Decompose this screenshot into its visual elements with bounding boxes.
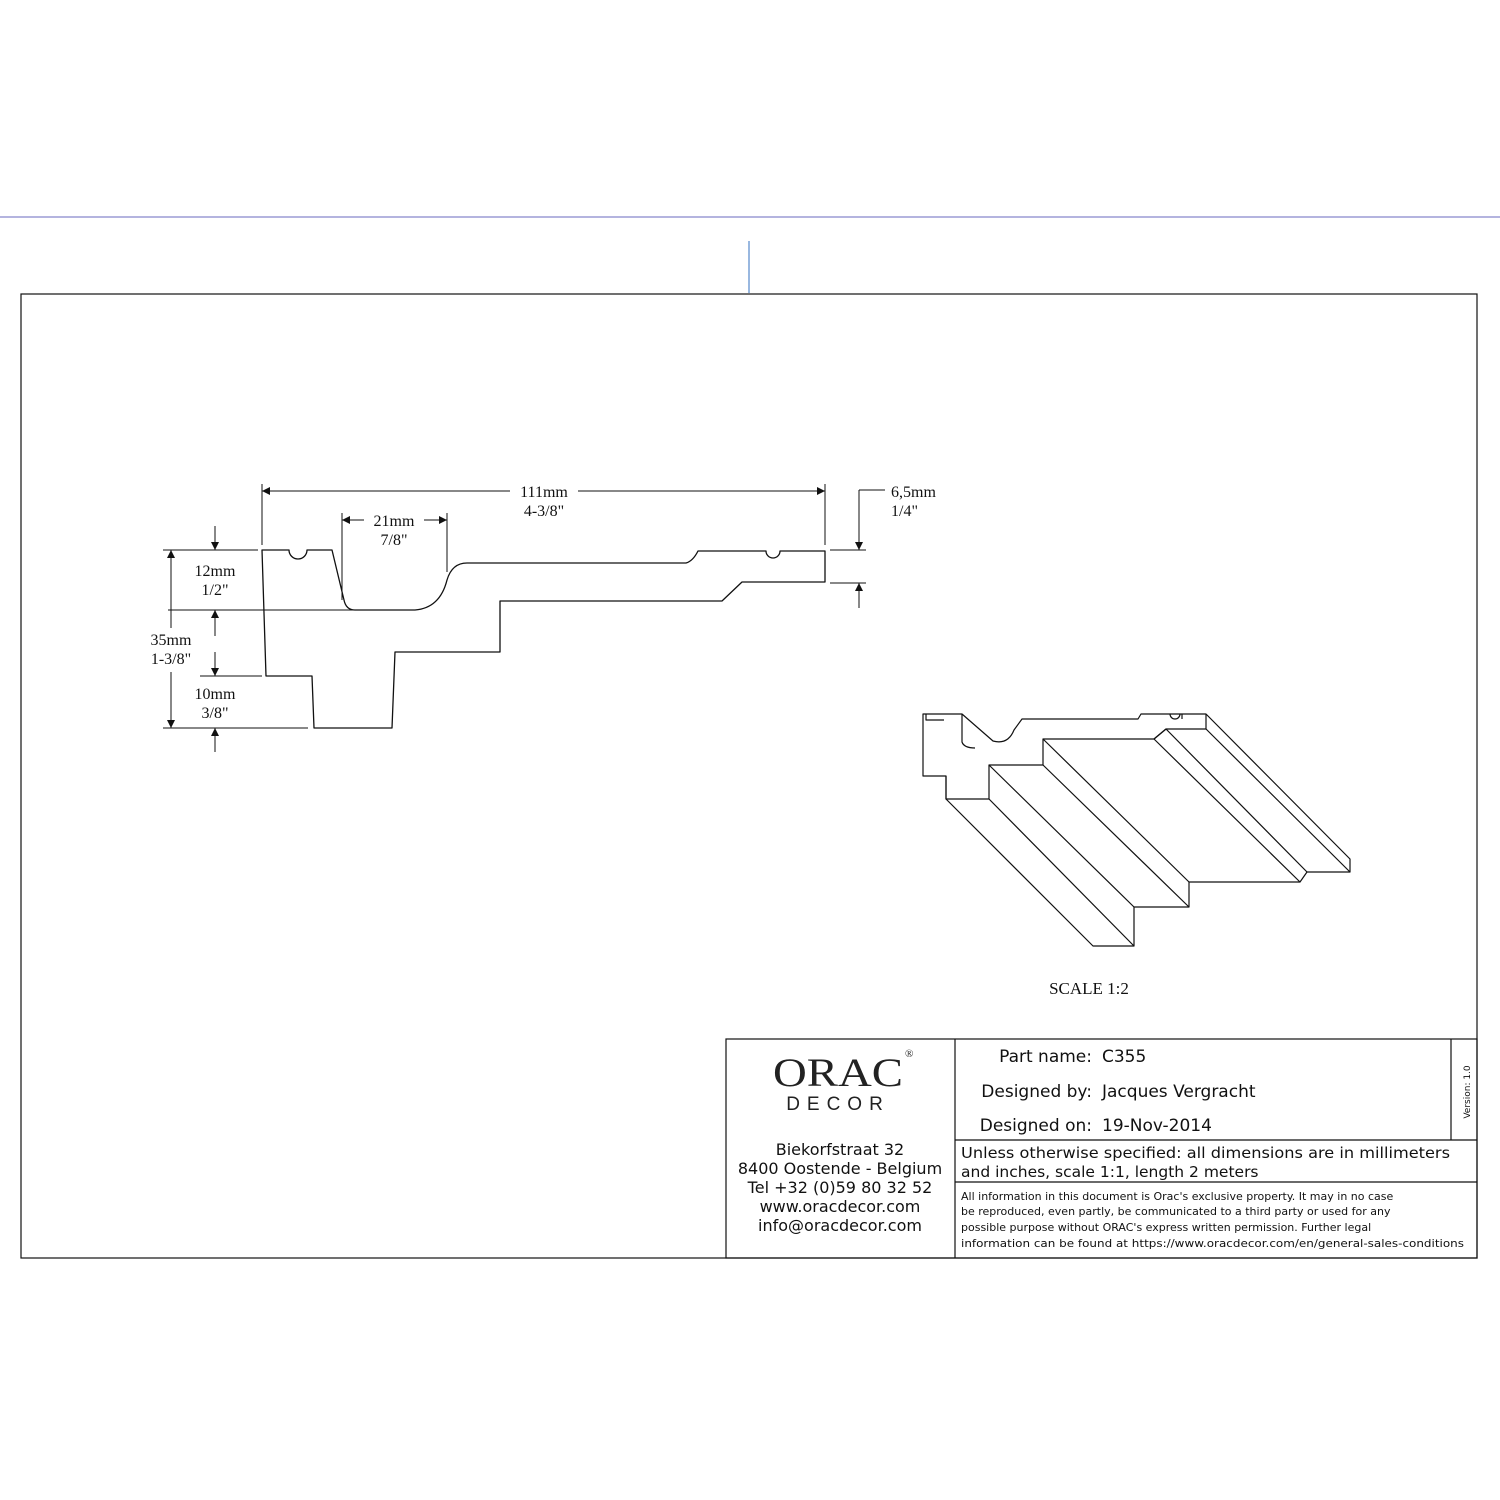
address-line: Biekorfstraat 32 (776, 1140, 904, 1159)
dim-bottom-in: 3/8" (202, 705, 229, 722)
units-note-line: Unless otherwise specified: all dimensio… (961, 1144, 1450, 1162)
logo-word: ORAC (773, 1050, 903, 1095)
extension-lines (163, 484, 866, 729)
address-line: 8400 Oostende - Belgium (738, 1159, 942, 1178)
legal-line: information can be found at https://www.… (961, 1237, 1464, 1250)
legal-note: All information in this document is Orac… (961, 1190, 1464, 1250)
units-note: Unless otherwise specified: all dimensio… (961, 1144, 1450, 1181)
title-block-frame (725, 1038, 1478, 1259)
part-name-label: Part name: (999, 1047, 1092, 1067)
address-block: Biekorfstraat 32 8400 Oostende - Belgium… (738, 1140, 942, 1235)
isometric-view (922, 713, 1351, 947)
version-label: Version: 1.0 (1463, 1065, 1473, 1119)
designed-by-value: Jacques Vergracht (1101, 1082, 1256, 1102)
dim-lip-mm: 6,5mm (891, 484, 936, 501)
dim-channel-mm: 21mm (374, 513, 415, 530)
dim-width-mm: 111mm (520, 484, 568, 501)
designed-by-label: Designed by: (981, 1082, 1092, 1102)
dim-lip-in: 1/4" (891, 503, 918, 520)
dim-channel-in: 7/8" (381, 532, 408, 549)
designed-on-value: 19-Nov-2014 (1102, 1116, 1212, 1136)
address-line: www.oracdecor.com (760, 1197, 921, 1216)
logo-registered-mark: ® (905, 1048, 913, 1060)
units-note-line: and inches, scale 1:1, length 2 meters (961, 1163, 1259, 1181)
orac-decor-logo: ORAC ® DECOR (773, 1048, 913, 1115)
dim-height-in: 1-3/8" (151, 651, 191, 668)
sheet-border (20, 293, 1478, 1259)
dim-height-mm: 35mm (151, 632, 192, 649)
dim-top-mm: 12mm (195, 563, 236, 580)
dimension-lines (167, 487, 885, 752)
dim-bottom-mm: 10mm (195, 686, 236, 703)
logo-sub: DECOR (786, 1094, 890, 1115)
legal-line: possible purpose without ORAC's express … (961, 1221, 1371, 1234)
address-line: Tel +32 (0)59 80 32 52 (747, 1178, 933, 1197)
legal-line: be reproduced, even partly, be communica… (961, 1205, 1391, 1218)
part-details: Part name: C355 Designed by: Jacques Ver… (980, 1047, 1473, 1136)
legal-line: All information in this document is Orac… (961, 1190, 1394, 1203)
scale-label: SCALE 1:2 (1049, 979, 1129, 998)
dim-width-in: 4-3/8" (524, 503, 564, 520)
designed-on-label: Designed on: (980, 1116, 1092, 1136)
address-line: info@oracdecor.com (758, 1216, 922, 1235)
part-name-value: C355 (1102, 1047, 1146, 1067)
dim-top-in: 1/2" (202, 582, 229, 599)
profile-section (261, 549, 826, 729)
